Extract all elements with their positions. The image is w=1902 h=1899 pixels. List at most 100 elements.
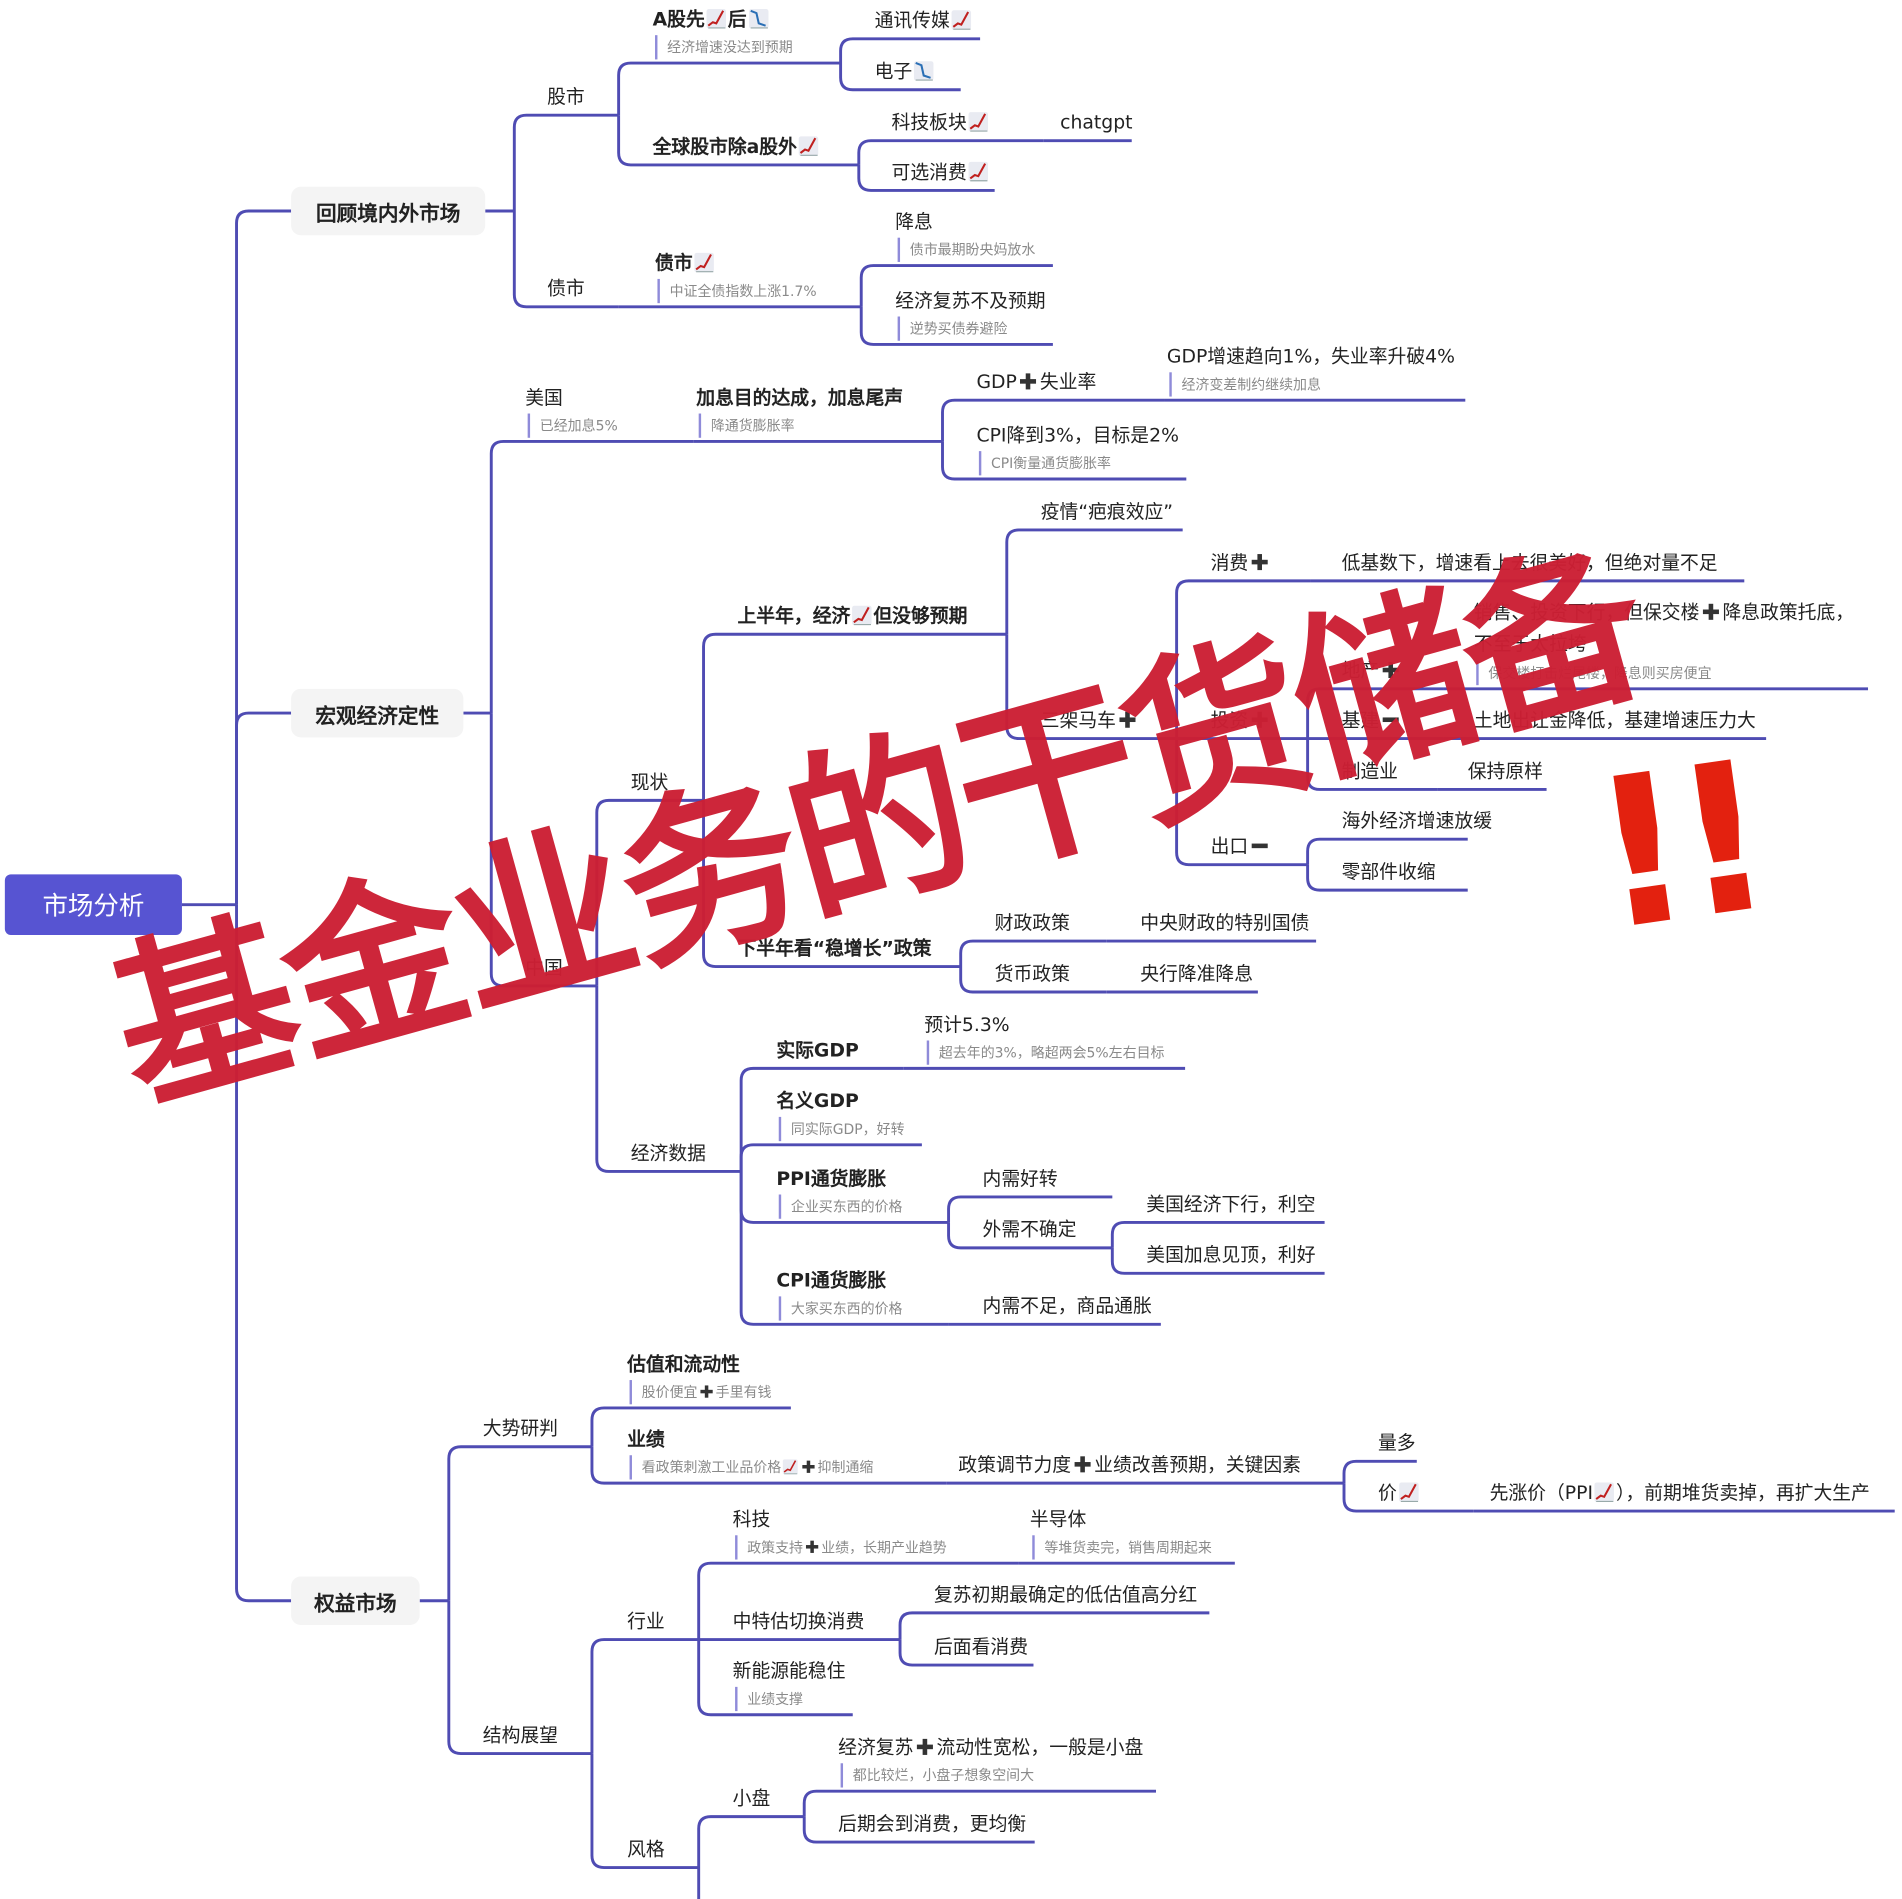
mind-map-node[interactable]: 股市 — [547, 82, 585, 111]
mind-map-node[interactable]: 加息目的达成，加息尾声降通货膨胀率 — [696, 383, 903, 438]
mind-map-node[interactable]: 疫情“疤痕效应” — [1041, 497, 1173, 526]
mind-map-node[interactable]: 央行降准降息 — [1140, 959, 1253, 988]
mind-map-node[interactable]: 内需不足，商品通胀 — [983, 1292, 1152, 1321]
mind-map-node[interactable]: 估值和流动性股价便宜手里有钱 — [627, 1350, 771, 1405]
text-segment: 复苏初期最确定的低估值高分红 — [934, 1583, 1198, 1606]
mind-map-node[interactable]: 经济复苏不及预期逆势买债券避险 — [895, 286, 1046, 341]
node-label: 销售、投资下行，但保交楼降息政策托底，不至于太拉垮 — [1474, 597, 1860, 660]
node-note: 逆势买债券避险 — [897, 316, 1046, 341]
mind-map-node[interactable]: GDP增速趋向1%，失业率升破4%经济变差制约继续加息 — [1167, 342, 1455, 397]
mind-map-node[interactable]: 现状 — [631, 768, 669, 797]
mind-map-node[interactable]: 后期会到消费，更均衡 — [838, 1809, 1026, 1838]
text-segment: A股先 — [652, 8, 705, 31]
mind-map-node[interactable]: 全球股市除a股外 — [653, 132, 820, 161]
node-label: 债市 — [547, 274, 585, 303]
text-segment: 后面看消费 — [934, 1635, 1029, 1658]
exclamation-marks: !! — [1579, 717, 1775, 978]
text-segment: 低基数下，增速看上去很美好，但绝对量不足 — [1341, 551, 1718, 574]
mind-map-node[interactable]: 大势研判 — [483, 1414, 558, 1443]
mind-map-node[interactable]: 销售、投资下行，但保交楼降息政策托底，不至于太拉垮保交楼打击烂尾楼，降息则买房便… — [1474, 597, 1860, 686]
mind-map-node[interactable]: 后面看消费 — [934, 1632, 1028, 1661]
mind-map-node[interactable]: 科技板块 — [892, 108, 990, 137]
mind-map-node[interactable]: 出口 — [1211, 832, 1272, 861]
mind-map-node[interactable]: 业绩看政策刺激工业品价格抑制通缩 — [627, 1425, 873, 1480]
connector-topic — [235, 711, 292, 905]
mind-map-node[interactable]: 降息债市最期盼央妈放水 — [895, 207, 1035, 262]
mind-map-node[interactable]: 海外经济增速放缓 — [1342, 806, 1492, 835]
mind-map-node[interactable]: 通讯传媒 — [875, 6, 973, 35]
node-label: 通讯传媒 — [875, 6, 973, 35]
mind-map-node[interactable]: 低基数下，增速看上去很美好，但绝对量不足 — [1342, 548, 1718, 577]
mind-map-node[interactable]: PPI通货膨胀企业买东西的价格 — [776, 1164, 902, 1219]
connector-topic — [235, 904, 292, 1603]
text-segment: 风格 — [627, 1838, 665, 1861]
text-segment: 外需不确定 — [982, 1218, 1077, 1241]
mind-map-node[interactable]: 电子 — [875, 57, 936, 86]
mind-map-node[interactable]: CPI降到3%，目标是2%CPI衡量通货膨胀率 — [976, 421, 1179, 476]
mind-map-node[interactable]: 保持原样 — [1468, 757, 1543, 786]
mind-map-node[interactable]: 小盘 — [733, 1784, 771, 1813]
mind-map-node[interactable]: 行业 — [627, 1607, 665, 1636]
text-segment: 三架马车 — [1040, 709, 1116, 732]
mind-map-node[interactable]: 美国加息见顶，利好 — [1146, 1241, 1315, 1270]
mind-map-node[interactable]: 美国经济下行，利空 — [1146, 1190, 1315, 1219]
root-node[interactable]: 市场分析 — [4, 874, 182, 935]
mind-map-node[interactable]: 制造业 — [1342, 757, 1398, 786]
mind-map-node[interactable]: 经济复苏流动性宽松，一般是小盘都比较烂，小盘子想象空间大 — [838, 1733, 1143, 1788]
topic-review-markets[interactable]: 回顾境内外市场 — [291, 186, 486, 236]
mind-map-node[interactable]: 复苏初期最确定的低估值高分红 — [934, 1580, 1197, 1609]
topic-equity-market[interactable]: 权益市场 — [291, 1576, 420, 1626]
text-segment: 业绩改善预期，关键因素 — [1094, 1454, 1301, 1476]
node-label: 政策调节力度业绩改善预期，关键因素 — [958, 1450, 1301, 1479]
mind-map-node[interactable]: 中央财政的特别国债 — [1140, 908, 1309, 937]
mind-map-node[interactable]: 风格 — [627, 1835, 665, 1864]
text-segment: 经济复苏不及预期 — [895, 289, 1046, 312]
mind-map-node[interactable]: 三架马车 — [1041, 706, 1139, 735]
mind-map-node[interactable]: 中特估切换消费 — [733, 1607, 865, 1636]
mind-map-node[interactable]: 经济数据 — [631, 1139, 706, 1168]
mind-map-node[interactable]: 投资 — [1211, 706, 1272, 735]
mind-map-node[interactable]: 新能源能稳住业绩支撑 — [733, 1657, 845, 1712]
mind-map-node[interactable]: 实际GDP — [776, 1036, 858, 1065]
mind-map-node[interactable]: 财政政策 — [995, 908, 1070, 937]
connector-branch — [1306, 837, 1468, 865]
mind-map-node[interactable]: 先涨价（PPI），前期堆货卖掉，再扩大生产 — [1490, 1478, 1870, 1507]
mind-map-node[interactable]: CPI通货膨胀大家买东西的价格 — [776, 1266, 902, 1321]
node-note: 企业买东西的价格 — [778, 1194, 902, 1219]
mind-map-node[interactable]: 地产 — [1342, 656, 1403, 685]
mind-map-node[interactable]: 量多 — [1378, 1429, 1416, 1458]
mind-map-node[interactable]: 结构展望 — [483, 1721, 558, 1750]
mind-map-node[interactable]: 消费 — [1211, 548, 1272, 577]
mind-map-node[interactable]: 美国已经加息5% — [525, 383, 618, 438]
mind-map-node[interactable]: 政策调节力度业绩改善预期，关键因素 — [958, 1450, 1301, 1479]
mind-map-node[interactable]: 零部件收缩 — [1342, 857, 1436, 886]
mind-map-node[interactable]: 基建 — [1342, 706, 1403, 735]
mind-map-node[interactable]: chatgpt — [1060, 108, 1132, 137]
mind-map-node[interactable]: 中国 — [525, 953, 563, 982]
mind-map-node[interactable]: 债市 — [547, 274, 585, 303]
mind-map-node[interactable]: 价 — [1378, 1478, 1420, 1507]
mind-map-node[interactable]: 半导体等堆货卖完，销售周期起来 — [1030, 1505, 1212, 1560]
mind-map-node[interactable]: 下半年看“稳增长”政策 — [738, 934, 932, 963]
text-segment: 消费 — [1210, 551, 1249, 574]
mind-map-node[interactable]: A股先后经济增速没达到预期 — [653, 5, 793, 60]
mind-map-node[interactable]: 可选消费 — [892, 158, 990, 187]
node-label: 经济数据 — [631, 1139, 706, 1168]
connector-branch — [947, 1195, 1113, 1223]
node-label: 中国 — [525, 953, 563, 982]
text-segment: 等堆货卖完，销售周期起来 — [1044, 1538, 1212, 1556]
mind-map-node[interactable]: 债市中证全债指数上涨1.7% — [655, 249, 817, 304]
mind-map-node[interactable]: 土地出让金降低，基建增速压力大 — [1474, 706, 1756, 735]
mind-map-node[interactable]: 上半年，经济但没够预期 — [738, 601, 968, 630]
mind-map-node[interactable]: 外需不确定 — [983, 1215, 1077, 1244]
mind-map-node[interactable]: 货币政策 — [995, 959, 1070, 988]
mind-map-node[interactable]: 科技政策支持业绩，长期产业趋势 — [733, 1505, 947, 1560]
text-segment: 同实际GDP，好转 — [790, 1120, 905, 1138]
mind-map-node[interactable]: 预计5.3%超去年的3%，略超两会5%左右目标 — [924, 1010, 1164, 1065]
mind-map-node[interactable]: 内需好转 — [983, 1164, 1058, 1193]
topic-macro-economy[interactable]: 宏观经济定性 — [291, 688, 464, 738]
